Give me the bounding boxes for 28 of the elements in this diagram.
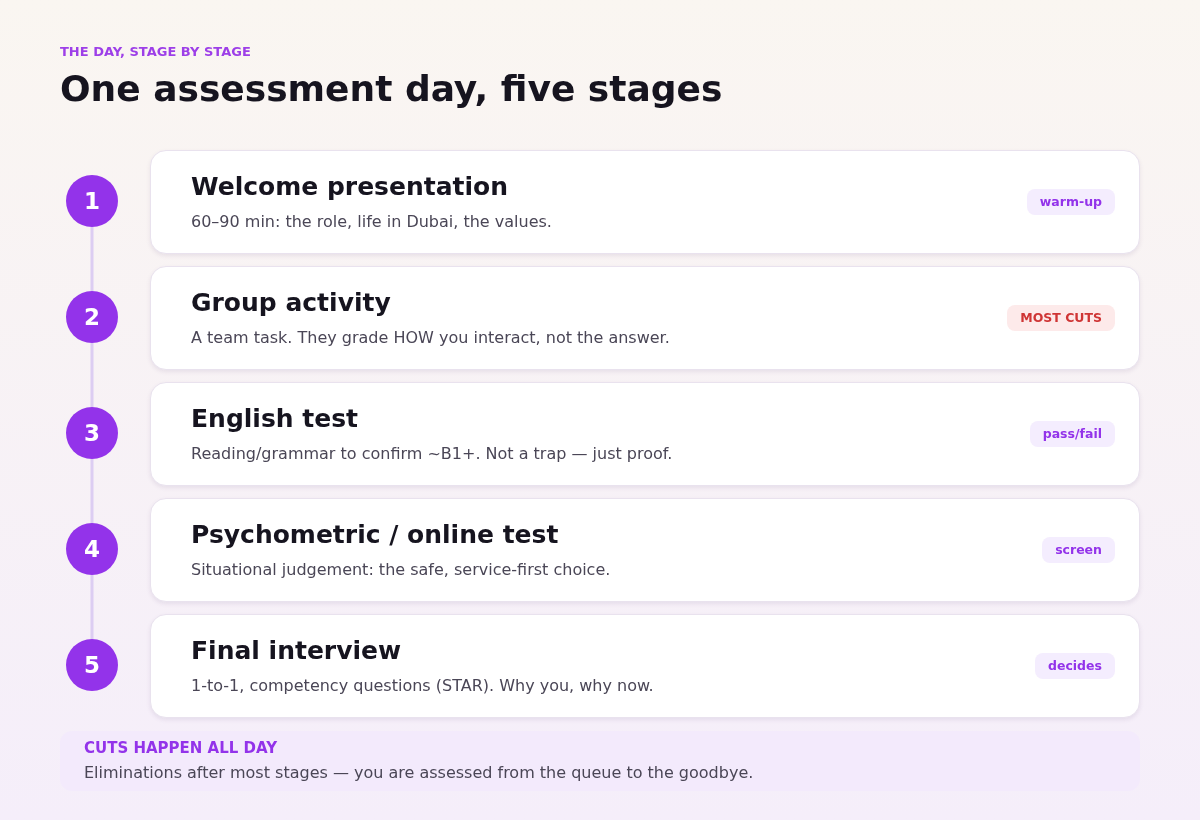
stage-card	[150, 498, 1140, 602]
stage-title: Group activity	[191, 287, 392, 318]
stage-title: Final interview	[191, 635, 403, 666]
stage-title: Psychometric / online test	[191, 519, 560, 550]
stage-tag: MOST CUTS	[1007, 305, 1115, 331]
stage-card	[150, 614, 1140, 718]
stage-tag: screen	[1042, 537, 1115, 563]
timeline-connector	[90, 575, 94, 639]
stage-tag: pass/fail	[1029, 421, 1115, 447]
stage-title: Welcome presentation	[191, 171, 510, 202]
stage-tag: warm-up	[1026, 189, 1115, 215]
timeline-connector	[90, 227, 94, 291]
stage-description: Situational judgement: the safe, service-first choice.	[191, 558, 611, 581]
stage-description: Reading/grammar to confirm ~B1+. Not a trap — just proof.	[191, 442, 673, 465]
stage-description: 1-to-1, competency questions (STAR). Why you, why now.	[191, 674, 654, 697]
timeline-connector	[90, 343, 94, 407]
timeline-connector	[90, 459, 94, 523]
note-heading: CUTS HAPPEN ALL DAY	[84, 738, 279, 758]
page-title: One assessment day, five stages	[60, 67, 723, 111]
stage-card	[150, 150, 1140, 254]
note-text: Eliminations after most stages — you are assessed from the queue to the goodbye.	[84, 761, 755, 784]
stage-description: A team task. They grade HOW you interact, not the answer.	[191, 326, 670, 349]
stage-title: English test	[191, 403, 360, 434]
stage-card	[150, 382, 1140, 486]
stage-tag: decides	[1035, 653, 1115, 679]
eyebrow-label: THE DAY, STAGE BY STAGE	[60, 44, 251, 60]
stage-description: 60–90 min: the role, life in Dubai, the values.	[191, 210, 552, 233]
stage-card	[150, 266, 1140, 370]
